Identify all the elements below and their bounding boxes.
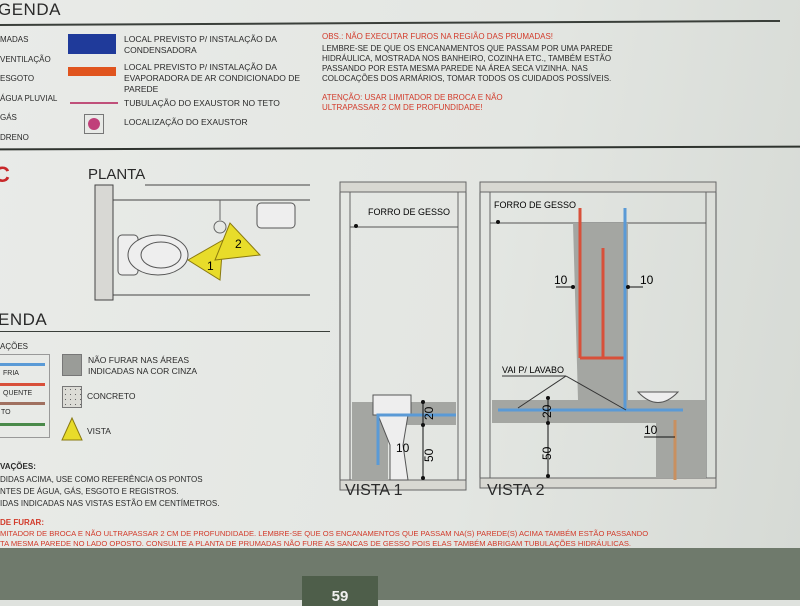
legend-label: LOCALIZAÇÃO DO EXAUSTOR bbox=[124, 117, 248, 127]
notes-body: LEMBRE-SE DE QUE OS ENCANAMENTOS QUE PAS… bbox=[322, 44, 613, 83]
vista-triangle-icon bbox=[61, 416, 83, 441]
gray-area-swatch bbox=[62, 354, 82, 376]
legend-label: TUBULAÇÃO DO EXAUSTOR NO TETO bbox=[124, 98, 280, 108]
pipe-label: QUENTE bbox=[3, 390, 33, 397]
legend-bottom-title: ENDA bbox=[0, 310, 48, 329]
legend-title: GENDA bbox=[0, 0, 61, 19]
page-footer bbox=[0, 548, 800, 600]
legend-label: LOCAL PREVISTO P/ INSTALAÇÃO DA EVAPORAD… bbox=[124, 62, 301, 94]
legend-label: LOCAL PREVISTO P/ INSTALAÇÃO DA CONDENSA… bbox=[124, 34, 277, 55]
section-letter: C bbox=[0, 162, 10, 187]
concrete-swatch bbox=[62, 386, 82, 408]
planta-floor-plan bbox=[94, 184, 310, 301]
page-number: 59 bbox=[302, 576, 378, 606]
prumada-item: GÁS bbox=[0, 113, 17, 122]
exaustor-dot-swatch bbox=[84, 114, 104, 134]
observacoes-body: DIDAS ACIMA, USE COMO REFERÊNCIA OS PONT… bbox=[0, 474, 219, 510]
observacao-line: IDAS INDICADAS NAS VISTAS ESTÃO EM CENTÍ… bbox=[0, 499, 220, 508]
vista-2-ceiling-label: FORRO DE GESSO bbox=[494, 200, 576, 210]
prumada-item: VENTILAÇÃO bbox=[0, 54, 51, 64]
attention-note: ATENÇÃO: USAR LIMITADOR DE BROCA E NÃO U… bbox=[322, 93, 503, 112]
pipe-label: TO bbox=[1, 409, 11, 416]
vista-2-title: VISTA 2 bbox=[487, 482, 545, 499]
pipes-legend-box: FRIA QUENTE TO bbox=[0, 354, 50, 438]
vista-1-title: VISTA 1 bbox=[345, 482, 403, 499]
pipe-label: FRIA bbox=[3, 370, 19, 377]
vista-1-drawing: FORRO DE GESSO 20 10 50 bbox=[339, 181, 467, 491]
vai-p-lavabo-label: VAI P/ LAVABO bbox=[502, 365, 564, 375]
condensadora-swatch bbox=[68, 34, 116, 54]
dim-10-bottom: 10 bbox=[644, 423, 658, 437]
dim-10: 10 bbox=[396, 441, 410, 455]
observacao-line: NTES DE ÁGUA, GÁS, ESGOTO E REGISTROS. bbox=[0, 487, 179, 496]
prumada-item: DRENO bbox=[0, 132, 29, 142]
warning-line: MITADOR DE BROCA E NÃO ULTRAPASSAR 2 CM … bbox=[0, 529, 649, 538]
dim-50: 50 bbox=[422, 448, 436, 462]
observacoes-title: VAÇÕES: bbox=[0, 462, 36, 471]
view-markers: 1 2 bbox=[187, 222, 262, 281]
view-marker-1 bbox=[187, 239, 224, 281]
divider bbox=[0, 331, 330, 332]
evaporadora-swatch bbox=[68, 67, 116, 76]
divider bbox=[0, 145, 800, 151]
dim-10-left: 10 bbox=[554, 273, 568, 287]
view-marker-1-label: 1 bbox=[207, 259, 214, 273]
legend-subtitle: AÇÕES bbox=[0, 342, 29, 351]
prumada-item: ESGOTO bbox=[0, 74, 35, 83]
planta-title: PLANTA bbox=[88, 166, 146, 183]
vista-1-ceiling-label: FORRO DE GESSO bbox=[368, 207, 450, 217]
warning-line: TA MESMA PAREDE NO LADO OPOSTO. CONSULTE… bbox=[0, 539, 631, 548]
view-marker-2-label: 2 bbox=[235, 237, 242, 251]
divider bbox=[0, 19, 780, 27]
prumadas-list: MADAS VENTILAÇÃO ESGOTO ÁGUA PLUVIAL GÁS… bbox=[0, 30, 57, 147]
legend-label: NÃO FURAR NAS ÁREAS INDICADAS NA COR CIN… bbox=[88, 355, 198, 376]
legend-label: VISTA bbox=[87, 426, 111, 436]
vista-2-drawing: FORRO DE GESSO 10 10 VAI P/ LAVABO 20 50… bbox=[479, 181, 717, 489]
obs-note: OBS.: NÃO EXECUTAR FUROS NA REGIÃO DAS P… bbox=[322, 32, 554, 41]
dim-50: 50 bbox=[540, 446, 554, 460]
warning-title: DE FURAR: bbox=[0, 518, 44, 527]
dim-20: 20 bbox=[540, 404, 554, 418]
prumada-item: MADAS bbox=[0, 35, 29, 44]
dim-20: 20 bbox=[422, 406, 436, 420]
prumada-item: ÁGUA PLUVIAL bbox=[0, 93, 58, 103]
exaustor-line-swatch bbox=[70, 102, 118, 104]
dim-10-right: 10 bbox=[640, 273, 654, 287]
document-page: GENDA MADAS VENTILAÇÃO ESGOTO ÁGUA PLUVI… bbox=[0, 0, 800, 570]
observacao-line: DIDAS ACIMA, USE COMO REFERÊNCIA OS PONT… bbox=[0, 475, 203, 484]
legend-label: CONCRETO bbox=[87, 391, 136, 401]
view-marker-2 bbox=[214, 222, 262, 261]
